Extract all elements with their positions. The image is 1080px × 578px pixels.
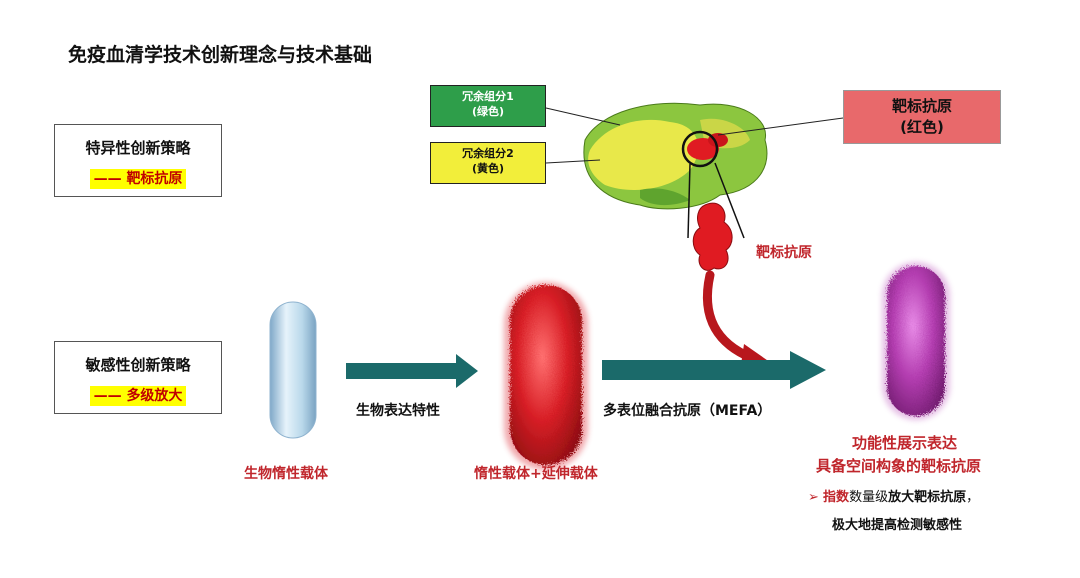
- result-note-line1: ➢ 指数数量级放大靶标抗原，: [808, 490, 980, 505]
- component-2-line1: 冗余组分2: [462, 147, 514, 160]
- carrier-2-label: 惰性载体+延伸载体: [474, 466, 598, 482]
- strategy-box-sensitive: 敏感性创新策略 —— 多级放大: [54, 341, 222, 414]
- carrier-2-shape: [510, 285, 582, 465]
- strategy-specific-sub: —— 靶标抗原: [89, 169, 187, 189]
- component-2-line2: (黄色): [471, 162, 505, 175]
- target-antigen-box-line2: (红色): [900, 118, 944, 136]
- strategy-sensitive-label: 敏感性创新策略: [85, 356, 191, 374]
- bullet-icon: ➢: [808, 490, 819, 505]
- component-1-line2: (绿色): [471, 105, 505, 118]
- arrow-1: [346, 354, 478, 388]
- result-line2: 具备空间构象的靶标抗原: [816, 457, 982, 475]
- arrow-1-label: 生物表达特性: [356, 403, 440, 419]
- carrier-1-shape: [269, 301, 317, 439]
- strategy-specific-label: 特异性创新策略: [85, 139, 191, 157]
- arrow-2: [602, 351, 826, 389]
- component-1-line1: 冗余组分1: [462, 90, 514, 103]
- arrow-2-label: 多表位融合抗原（MEFA）: [603, 403, 772, 419]
- strategy-sensitive-sub: —— 多级放大: [89, 386, 187, 406]
- target-antigen-box: 靶标抗原 (红色): [843, 90, 1001, 144]
- strategy-box-specific: 特异性创新策略 —— 靶标抗原: [54, 124, 222, 197]
- focus-circle: [681, 130, 719, 168]
- component-1-box: 冗余组分1 (绿色): [430, 85, 546, 127]
- result-note-line2: 极大地提高检测敏感性: [832, 518, 963, 533]
- note-highlight: 指数: [823, 490, 850, 505]
- extracted-antigen-shape: [692, 202, 733, 271]
- component-2-box: 冗余组分2 (黄色): [430, 142, 546, 184]
- result-line1: 功能性展示表达: [852, 434, 958, 452]
- carrier-1-label: 生物惰性载体: [244, 466, 328, 482]
- target-antigen-label: 靶标抗原: [756, 245, 812, 261]
- curved-red-arrow: [702, 270, 757, 363]
- carrier-3-shape: [887, 266, 945, 416]
- target-antigen-box-line1: 靶标抗原: [891, 97, 952, 115]
- page-title: 免疫血清学技术创新理念与技术基础: [68, 44, 373, 66]
- protein-structure: [583, 102, 768, 239]
